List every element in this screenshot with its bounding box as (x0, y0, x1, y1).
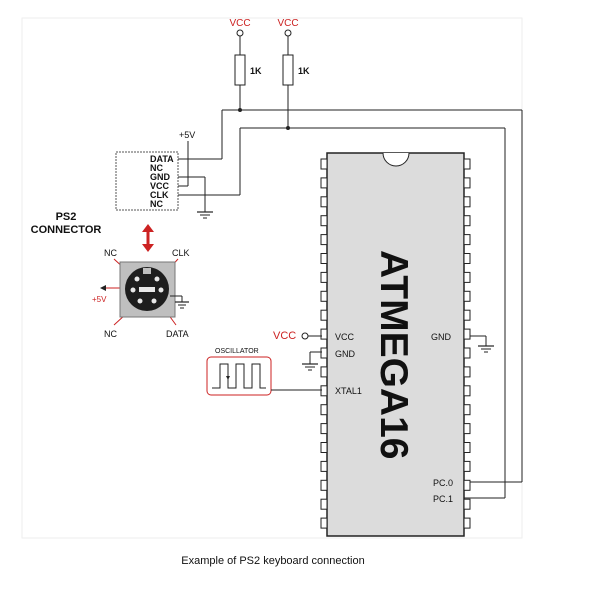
mcu-pin (463, 253, 471, 264)
resistor-r1 (234, 54, 246, 86)
mcu-atmega16: ATMEGA16 VCC VCC GND XTAL1 GND PC.0 PC.1 (273, 152, 494, 537)
mcu-pin (463, 498, 471, 510)
mcu-pin (463, 234, 471, 246)
mcu-pin-vcc: VCC (335, 332, 355, 342)
oscillator-box (206, 356, 272, 396)
mcu-pin (320, 404, 328, 416)
mcu-pin (320, 385, 328, 397)
mcu-pin (463, 479, 471, 491)
mcu-notch (382, 152, 410, 167)
mcu-pin-pc0: PC.0 (433, 478, 453, 488)
mcu-pin (320, 423, 328, 435)
mcu-pin-gnd-left: GND (335, 349, 356, 359)
ps2-title-line1: PS2 (56, 211, 77, 223)
resistor-r2 (282, 54, 294, 86)
mcu-pin (463, 423, 471, 435)
mcu-pin (320, 309, 328, 321)
mcu-pin (463, 215, 471, 227)
mcu-pin (320, 442, 328, 453)
plus5v-arrow-icon (100, 285, 106, 291)
mcu-pin-xtal1: XTAL1 (335, 386, 362, 396)
mcu-pin (320, 234, 328, 246)
mcu-pin (463, 442, 471, 453)
header-box (115, 151, 179, 211)
mcu-pin (320, 177, 328, 189)
mcu-vcc-input-label: VCC (273, 330, 296, 342)
mcu-pin (320, 460, 328, 472)
mcu-pin (463, 366, 471, 378)
header-pin-nc2: NC (150, 199, 163, 209)
header-pin-vcc: VCC (150, 181, 170, 191)
ps2-key-notch (143, 268, 151, 274)
mcu-pin (463, 158, 471, 170)
mcu-pin (463, 460, 471, 472)
ps2-title-line2: CONNECTOR (31, 224, 102, 236)
mcu-pin-pc1: PC.1 (433, 494, 453, 504)
plus5v-header-label: +5V (179, 130, 195, 140)
mcu-name: ATMEGA16 (372, 250, 415, 459)
pullup-resistors: VCC VCC 1K 1K (229, 18, 310, 128)
header-pin-gnd: GND (150, 172, 171, 182)
mcu-pin (463, 517, 471, 529)
oscillator-label: OSCILLATOR (215, 348, 259, 355)
mcu-pin (320, 328, 328, 340)
resistor-r1-value: 1K (250, 66, 262, 76)
mcu-pin (320, 290, 328, 302)
vcc-terminal-right (284, 29, 292, 37)
square-wave-icon (212, 363, 266, 389)
resistor-r2-value: 1K (298, 66, 310, 76)
mcu-pin (463, 404, 471, 416)
mcu-pin-gnd-right: GND (431, 332, 452, 342)
mcu-right-pins (463, 158, 471, 529)
vcc-label-right: VCC (277, 18, 298, 29)
bidirectional-arrow-icon (142, 224, 154, 252)
mcu-pin (320, 479, 328, 491)
ps2-header-block: DATA NC GND VCC CLK NC +5V (115, 109, 288, 219)
mcu-pin (320, 196, 328, 208)
mcu-pin (463, 385, 471, 397)
mcu-pin (463, 347, 471, 359)
mcu-pin (320, 253, 328, 264)
ps2-nc-bottom: NC (104, 329, 117, 339)
ps2-plus5v: +5V (92, 295, 107, 304)
vcc-label-left: VCC (229, 18, 250, 29)
ps2-connector: PS2 CONNECTOR NC CLK +5V NC DATA (31, 211, 190, 339)
mcu-pin (463, 309, 471, 321)
ps2-nc-top: NC (104, 248, 117, 258)
mcu-pin (320, 347, 328, 359)
header-pin-clk: CLK (150, 190, 169, 200)
ps2-data: DATA (166, 329, 189, 339)
mcu-pin (463, 328, 471, 340)
mcu-pin (320, 158, 328, 170)
mcu-pin (320, 271, 328, 283)
mcu-pin (463, 177, 471, 189)
header-pin-nc: NC (150, 163, 163, 173)
mcu-left-pins (320, 158, 328, 529)
mcu-pin (320, 215, 328, 227)
mcu-pin (463, 196, 471, 208)
header-pin-data: DATA (150, 154, 174, 164)
ps2-clk: CLK (172, 248, 190, 258)
mcu-pin (320, 498, 328, 510)
oscillator: OSCILLATOR (206, 348, 322, 396)
vcc-terminal-left (236, 29, 244, 37)
mcu-pin (320, 366, 328, 378)
mcu-pin (320, 517, 328, 529)
mcu-pin (463, 271, 471, 283)
bus-wires (238, 108, 523, 499)
figure-caption: Example of PS2 keyboard connection (181, 555, 364, 567)
mcu-pin (463, 290, 471, 302)
